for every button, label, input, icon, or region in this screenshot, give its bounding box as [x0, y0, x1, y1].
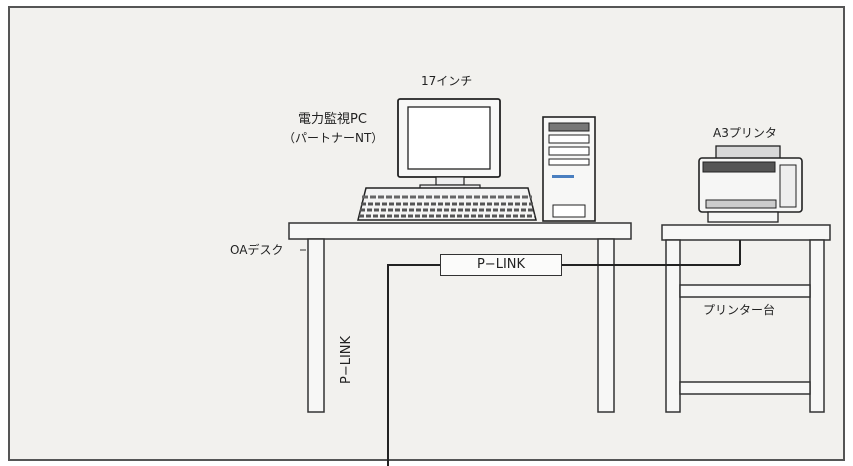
- printer-stand-label: プリンター台: [703, 303, 776, 317]
- pc-label-line1: 電力監視PC: [298, 112, 367, 127]
- p-link-cable: [387, 240, 741, 466]
- p-link-box: P−LINK: [440, 254, 562, 276]
- monitor: [397, 98, 501, 191]
- printer-stand: [661, 224, 831, 413]
- oa-desk: [288, 222, 632, 413]
- a3-printer: [698, 145, 803, 223]
- p-link-vertical-label: P−LINK: [339, 335, 354, 384]
- monitor-label: 17インチ: [421, 74, 473, 88]
- desk-label: OAデスク: [230, 243, 284, 257]
- pc-label-line2: （パートナーNT）: [283, 131, 384, 145]
- keyboard: [357, 187, 537, 221]
- pc-tower: [542, 116, 596, 222]
- printer-label: A3プリンタ: [713, 126, 777, 140]
